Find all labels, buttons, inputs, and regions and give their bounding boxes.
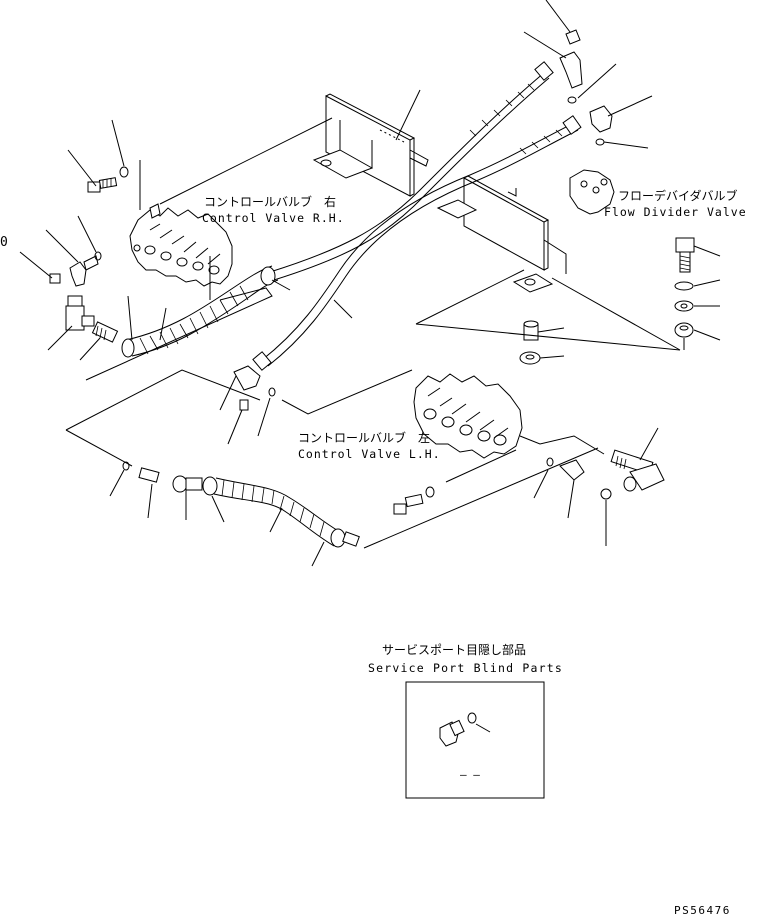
hose-long-2 <box>252 115 582 371</box>
service-port-detail <box>405 681 545 799</box>
label-control-valve-lh-jp: コントロールバルブ 左 <box>298 430 430 445</box>
drawing-number: PS56476 <box>674 904 731 917</box>
washer-part <box>119 166 129 178</box>
text-labels: コントロールバルブ 右 Control Valve R.H. フローデバイダバル… <box>0 188 747 917</box>
leader-lines <box>19 0 721 733</box>
bolt-stack-right <box>674 237 695 338</box>
elbow-fitting <box>69 261 87 287</box>
blind-o-ring <box>467 712 477 724</box>
label-flow-divider-jp: フローデバイダバルブ <box>618 188 738 203</box>
hose-long-1 <box>269 61 554 281</box>
fitting-bottom-right <box>610 449 665 492</box>
plug-top <box>565 29 581 45</box>
control-valve-rh <box>129 203 233 287</box>
control-valve-lh <box>413 373 523 459</box>
label-service-port-en: Service Port Blind Parts <box>368 661 563 675</box>
label-flow-divider-en: Flow Divider Valve <box>604 205 747 219</box>
assembly-outlines <box>65 117 685 549</box>
fittings <box>49 29 695 515</box>
elbow-flow-divider <box>589 105 613 133</box>
label-control-valve-rh-en: Control Valve R.H. <box>202 211 345 225</box>
plug-part <box>49 273 61 284</box>
label-control-valve-lh-en: Control Valve L.H. <box>298 447 441 461</box>
bolt-center-bottom <box>393 486 435 515</box>
nipple-fitting <box>91 321 119 343</box>
hose-hatched-rh <box>121 265 279 358</box>
hose-hatched-lh <box>202 476 360 548</box>
elbow-top <box>559 51 583 89</box>
elbow-center <box>233 365 261 391</box>
blind-plug <box>439 719 465 747</box>
spacer-parts <box>519 320 541 365</box>
tee-adapter <box>65 295 95 331</box>
bracket-lh <box>436 175 567 293</box>
bracket-rh <box>312 93 429 197</box>
bolt-part <box>87 177 118 193</box>
flow-divider-valve <box>569 169 615 215</box>
label-control-valve-rh-jp: コントロールバルブ 右 <box>204 194 336 209</box>
label-service-port-jp: サービスポート目隠し部品 <box>382 642 526 657</box>
detail-dashes: – – <box>460 768 480 781</box>
callout-zero: 0 <box>0 235 8 250</box>
